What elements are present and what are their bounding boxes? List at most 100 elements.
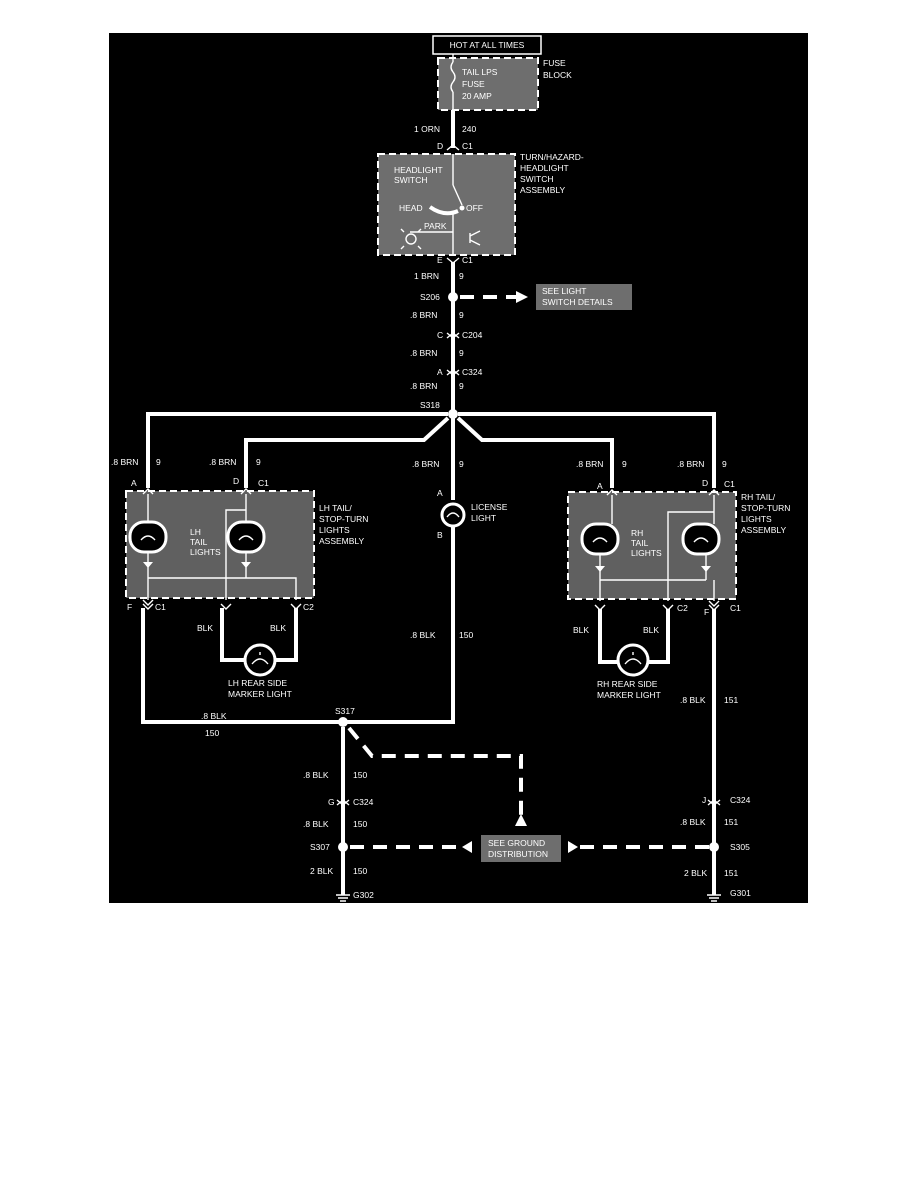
splice-s317 — [338, 717, 348, 727]
hot-at-all-times-box — [432, 35, 542, 55]
lh-tail-label-1: LH — [190, 527, 201, 537]
wire-150-license — [346, 527, 455, 724]
trunk-gauge-3: .8 BRN — [410, 348, 437, 358]
rh-ground-circuit: 151 — [724, 695, 738, 705]
trunk-circuit-3: 9 — [459, 348, 464, 358]
rh-pin-f: F — [704, 607, 709, 617]
switch-park-label: PARK — [424, 221, 447, 231]
s317-label: S317 — [335, 706, 355, 716]
lh-pin-d: D — [233, 476, 239, 486]
branch-lh-outer — [146, 412, 448, 488]
lh-c1-top: C1 — [258, 478, 269, 488]
c324-lh-label: C324 — [353, 797, 374, 807]
c1-top-label: C1 — [462, 141, 473, 151]
rh-marker-blk-1: BLK — [573, 625, 589, 635]
connector-c324-lh-icon — [336, 799, 350, 806]
rh-ground-gauge: .8 BLK — [680, 695, 706, 705]
rh-marker-wire-1 — [598, 609, 618, 664]
rh-c2: C2 — [677, 603, 688, 613]
headlamp-icon — [469, 230, 481, 246]
hot-at-all-times-label: HOT AT ALL TIMES — [450, 40, 525, 50]
g302-label: G302 — [353, 890, 374, 900]
switch-off-label: OFF — [466, 203, 483, 213]
lh-marker-label-2: MARKER LIGHT — [228, 689, 292, 699]
lh-inner-gauge: .8 BRN — [209, 457, 236, 467]
g302-gauge: 2 BLK — [310, 866, 333, 876]
g301-circuit: 151 — [724, 868, 738, 878]
license-pin-a: A — [437, 488, 443, 498]
fuse-block-label-1: FUSE — [543, 58, 566, 68]
see-ground-label-1: SEE GROUND — [488, 838, 545, 848]
lh-assembly-label-3: LIGHTS — [319, 525, 350, 535]
park-lamp-icon — [405, 233, 417, 245]
fuse-block — [437, 57, 539, 111]
rh-inner-gauge: .8 BRN — [576, 459, 603, 469]
c324-top-label: C324 — [462, 367, 483, 377]
branch-lh-inner — [244, 416, 450, 488]
rh-marker-wire-2 — [648, 609, 670, 664]
splice-s307 — [338, 842, 348, 852]
lh-c2: C2 — [303, 602, 314, 612]
license-pin-b: B — [437, 530, 443, 540]
lh-marker-wire-2 — [276, 608, 298, 662]
lh-pin-f: F — [127, 602, 132, 612]
c204-pin: C — [437, 330, 443, 340]
switch-blade — [452, 184, 463, 206]
s305-up-gauge: .8 BLK — [680, 817, 706, 827]
see-light-switch-box — [536, 284, 632, 310]
ground-g302-icon — [336, 894, 350, 902]
rh-outer-circuit: 9 — [722, 459, 727, 469]
headlight-switch-label-2: SWITCH — [394, 175, 428, 185]
lh-tail-label-2: TAIL — [190, 537, 208, 547]
connector-c324-top-icon — [446, 369, 460, 376]
fuse-label-1: TAIL LPS — [462, 67, 498, 77]
splice-s206 — [448, 292, 458, 302]
rh-c1-bottom: C1 — [730, 603, 741, 613]
rh-inner-circuit: 9 — [622, 459, 627, 469]
fuse-label-3: 20 AMP — [462, 91, 492, 101]
license-lamp-icon — [440, 502, 466, 528]
g301-label: G301 — [730, 888, 751, 898]
rh-marker-blk-2: BLK — [643, 625, 659, 635]
license-gauge: .8 BRN — [412, 459, 439, 469]
see-ground-label-2: DISTRIBUTION — [488, 849, 548, 859]
rh-outer-gauge: .8 BRN — [677, 459, 704, 469]
lh-pin-a: A — [131, 478, 137, 488]
c324-top-pin: A — [437, 367, 443, 377]
rh-assembly-label-4: ASSEMBLY — [741, 525, 787, 535]
lh-c1-bottom: C1 — [155, 602, 166, 612]
connector-c204-icon — [446, 332, 460, 339]
lh-tail-lamp-1-icon — [128, 520, 168, 554]
s307-label: S307 — [310, 842, 330, 852]
pin-e-label: E — [437, 255, 443, 265]
s307-up-circuit: 150 — [353, 819, 367, 829]
c324-rh-pin: J — [702, 795, 706, 805]
switch-assembly-label-1: TURN/HAZARD- — [520, 152, 584, 162]
lh-outer-circuit: 9 — [156, 457, 161, 467]
rh-tail-lamp-2-icon — [681, 522, 721, 556]
rh-marker-label-2: MARKER LIGHT — [597, 690, 661, 700]
rh-tail-label-3: LIGHTS — [631, 548, 662, 558]
rh-assembly-label-2: STOP-TURN — [741, 503, 790, 513]
splice-s305 — [709, 842, 719, 852]
fuse-symbol-icon — [450, 61, 456, 93]
lh-marker-blk-1: BLK — [197, 623, 213, 633]
see-light-label-2: SWITCH DETAILS — [542, 297, 613, 307]
trunk-gauge-4: .8 BRN — [410, 381, 437, 391]
wire-240-gauge: 1 ORN — [414, 124, 440, 134]
rh-marker-label-1: RH REAR SIDE — [597, 679, 658, 689]
s206-label: S206 — [420, 292, 440, 302]
lh-marker-wire-1 — [220, 608, 244, 662]
c324-rh-label: C324 — [730, 795, 751, 805]
s317-down-gauge: .8 BLK — [303, 770, 329, 780]
lh-inner-circuit: 9 — [256, 457, 261, 467]
lh-marker-lamp-icon — [243, 643, 277, 677]
headlight-switch-assembly — [377, 153, 516, 256]
lh-assembly-label-2: STOP-TURN — [319, 514, 368, 524]
rh-assembly-label-1: RH TAIL/ — [741, 492, 776, 502]
rh-pin-a: A — [597, 481, 603, 491]
license-ground-circuit: 150 — [459, 630, 473, 640]
rh-tail-label-1: RH — [631, 528, 643, 538]
trunk-gauge-2: .8 BRN — [410, 310, 437, 320]
